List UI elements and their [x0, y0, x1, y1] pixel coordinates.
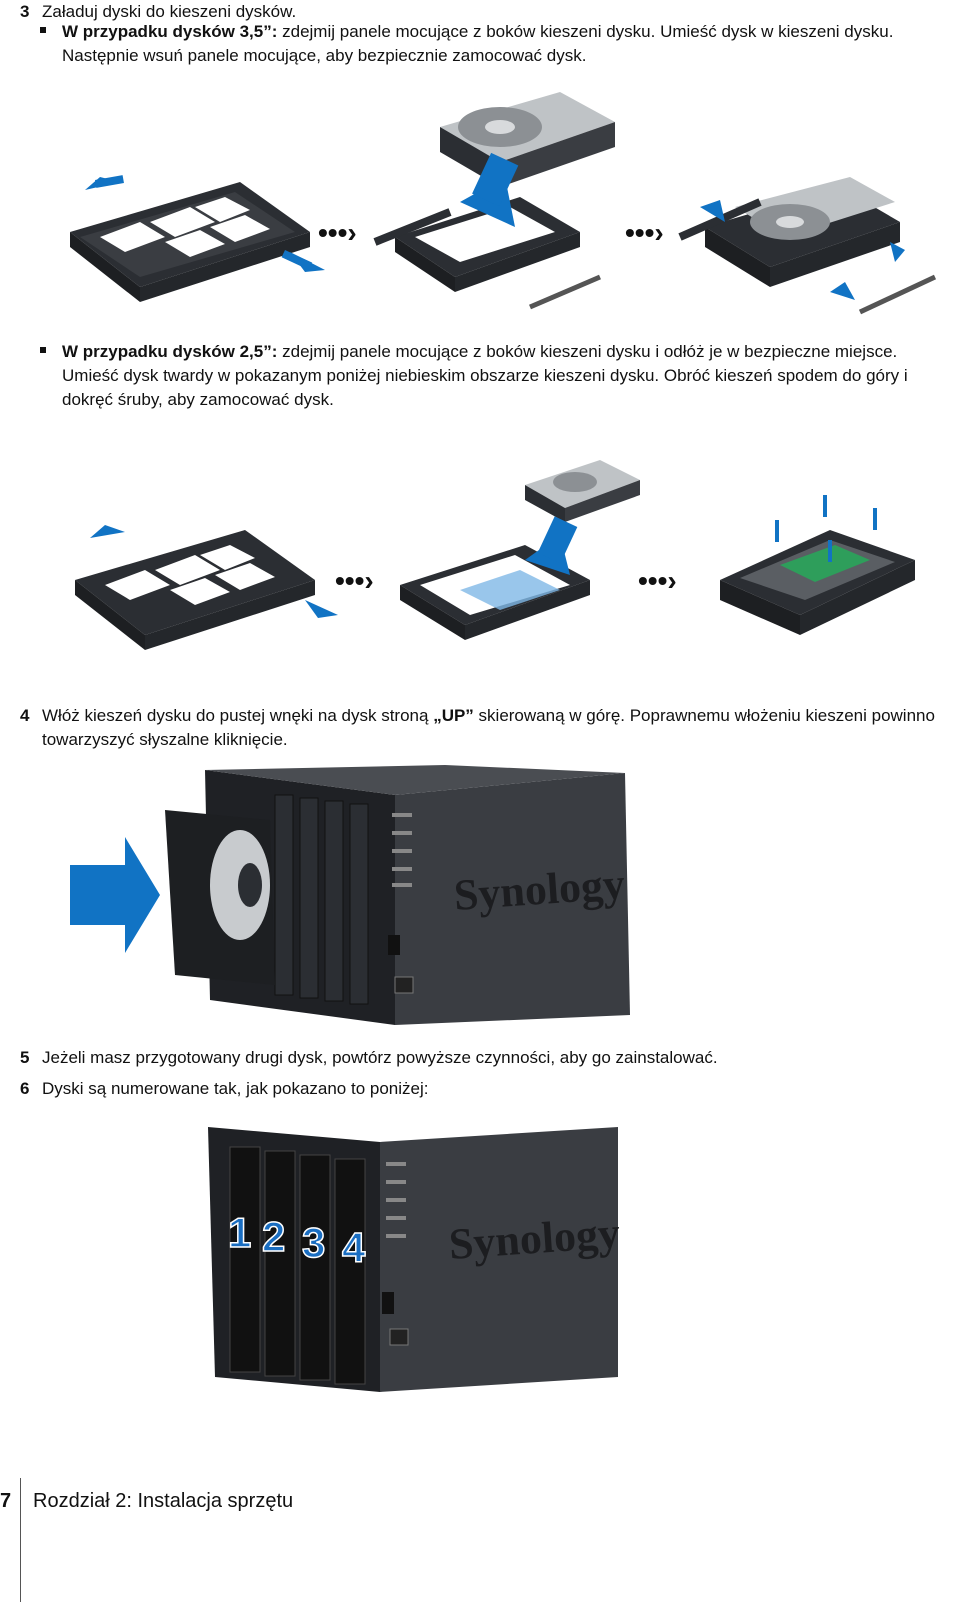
arrow-screw-2 — [823, 495, 827, 517]
sequence-dots: •••› — [638, 565, 677, 596]
bullet-25-body: zdejmij panele mocujące z boków kieszeni… — [62, 342, 908, 409]
sequence-dots: •••› — [318, 217, 357, 248]
drive-tray-illustration — [75, 530, 315, 650]
power-button — [389, 1328, 409, 1346]
step-6-text: Dyski są numerowane tak, jak pokazano to… — [42, 1079, 429, 1098]
bay-number-4: 4 — [342, 1224, 366, 1271]
step-4-text-a: Włóż kieszeń dysku do pustej wnęki na dy… — [42, 706, 434, 725]
drive-tray-illustration — [678, 177, 937, 315]
arrow-insert-right — [70, 837, 160, 953]
step-5-number: 5 — [20, 1048, 30, 1067]
step-4-number: 4 — [20, 706, 30, 725]
step-4-text: Włóż kieszeń dysku do pustej wnęki na dy… — [42, 704, 942, 752]
bay-number-2: 2 — [262, 1213, 285, 1260]
step-3-title: Załaduj dyski do kieszeni dysków. — [42, 2, 297, 21]
hard-drive-illustration — [440, 92, 615, 187]
hard-drive-25-illustration — [525, 460, 640, 522]
front-leds — [392, 813, 412, 887]
brand-logo: Synology — [452, 859, 626, 920]
usb-port — [388, 935, 400, 955]
step-5-text: Jeżeli masz przygotowany drugi dysk, pow… — [42, 1048, 718, 1067]
step-4-text-b: skierowaną w górę. Poprawnemu włożeniu k… — [42, 706, 935, 749]
bay-number-labels: 1 2 3 4 — [227, 1208, 367, 1272]
figure-nas-numbered: 1 2 3 4 Synology — [208, 1127, 621, 1392]
power-button — [394, 976, 414, 994]
bullet-35-label: W przypadku dysków 3,5”: — [62, 22, 278, 41]
drive-tray-illustration — [70, 182, 310, 302]
arrow-screw-1 — [775, 520, 779, 542]
bay-number-1: 1 — [228, 1209, 251, 1256]
figure-25-install: •••› •••› — [75, 460, 915, 650]
arrow-out-left — [90, 525, 125, 538]
page-number: 7 — [0, 1490, 12, 1512]
arrow-screw-3 — [873, 508, 877, 530]
figure-nas-insert: Synology — [70, 765, 630, 1025]
figure-35-install: •••› •••› — [70, 92, 937, 315]
drive-bays — [229, 1146, 366, 1385]
step-6-number: 6 — [20, 1079, 30, 1098]
arrow-in-right — [890, 242, 905, 262]
drive-tray-illustration — [400, 545, 590, 640]
bullet-25-label: W przypadku dysków 2,5”: — [62, 342, 278, 361]
bullet-25-text: W przypadku dysków 2,5”: zdejmij panele … — [62, 340, 942, 412]
footer-divider — [20, 1478, 21, 1602]
bullet-marker — [40, 347, 46, 353]
arrow-screw-4 — [828, 540, 832, 562]
brand-logo: Synology — [447, 1208, 621, 1269]
front-leds — [386, 1162, 406, 1238]
chapter-title: Rozdział 2: Instalacja sprzętu — [33, 1490, 294, 1512]
sequence-dots: •••› — [625, 217, 664, 248]
drive-bays — [274, 794, 369, 1005]
bay-number-3: 3 — [302, 1219, 325, 1266]
step-4-up-label: „UP” — [433, 706, 474, 725]
drive-tray-illustration — [373, 197, 601, 310]
drive-tray-flipped-illustration — [720, 530, 915, 635]
arrow-out-right — [305, 600, 338, 618]
bullet-35-text: W przypadku dysków 3,5”: zdejmij panele … — [62, 20, 942, 68]
arrow-in-left — [700, 200, 725, 222]
arrow-in-bottom — [830, 282, 855, 300]
bullet-marker — [40, 27, 46, 33]
usb-port — [382, 1292, 394, 1314]
bullet-35-body: zdejmij panele mocujące z boków kieszeni… — [62, 22, 894, 65]
step-3-number: 3 — [20, 2, 30, 21]
sequence-dots: •••› — [335, 565, 374, 596]
